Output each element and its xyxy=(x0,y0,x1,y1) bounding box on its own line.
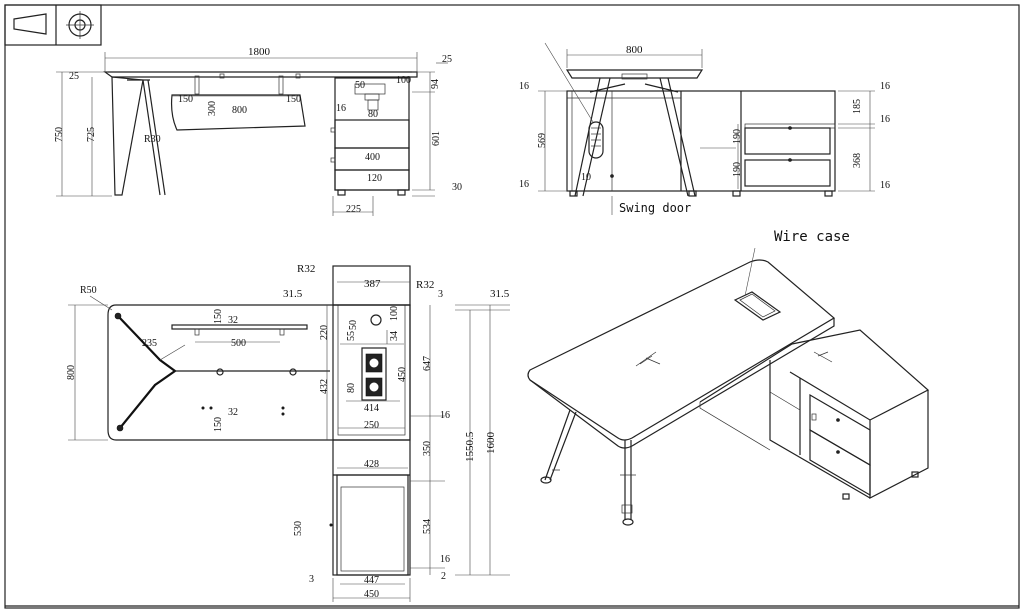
dim-text: 25 xyxy=(69,71,79,82)
dim-text: 534 xyxy=(422,519,433,534)
dim-text: 225 xyxy=(346,204,361,215)
dim-text: 235 xyxy=(142,338,157,349)
dim-text: 447 xyxy=(364,575,379,586)
dim-text: 190 xyxy=(732,162,743,177)
dim-text: 569 xyxy=(537,133,548,148)
dim-text: 2 xyxy=(441,571,446,582)
dim-text: 16 xyxy=(880,81,890,92)
dim-text: 400 xyxy=(365,152,380,163)
dim-text: 750 xyxy=(54,127,65,142)
dim-text: R32 xyxy=(416,279,434,291)
dim-text: 387 xyxy=(364,278,381,290)
dim-text: R30 xyxy=(144,134,161,145)
dim-text: 530 xyxy=(293,521,304,536)
dim-text: 450 xyxy=(364,589,379,600)
dim-text: 725 xyxy=(86,127,97,142)
dim-text: 601 xyxy=(431,131,442,146)
dim-text: 34 xyxy=(389,331,400,341)
projection-symbol xyxy=(4,4,102,46)
dim-text: 16 xyxy=(880,180,890,191)
dim-text: 368 xyxy=(852,153,863,168)
iso-view: Wire case xyxy=(527,229,930,526)
dim-text: 150 xyxy=(213,309,224,324)
dim-text: 10 xyxy=(581,172,591,183)
dim-text: 190 xyxy=(732,129,743,144)
plan-view: 235 500 32 150 32 150 55 50 100 34 80 45… xyxy=(66,263,510,602)
dim-text: 16 xyxy=(519,179,529,190)
dim-text: 1600 xyxy=(485,432,497,455)
drawing-frame xyxy=(4,4,1020,609)
dim-text: 500 xyxy=(231,338,246,349)
dim-text: R32 xyxy=(297,263,315,275)
dim-text: 3 xyxy=(438,289,443,300)
cone-icon xyxy=(13,13,47,35)
dim-text: 80 xyxy=(368,109,378,120)
dim-text: 428 xyxy=(364,459,379,470)
dim-text: 647 xyxy=(422,356,433,371)
dim-text: 100 xyxy=(396,75,411,86)
dim-text: 150 xyxy=(178,94,193,105)
dim-text: 30 xyxy=(452,182,462,193)
dim-text: 32 xyxy=(228,315,238,326)
dim-text: 16 xyxy=(440,410,450,421)
dim-text: 120 xyxy=(367,173,382,184)
wire-case-callout: Wire case xyxy=(774,229,850,245)
dim-text: 16 xyxy=(440,554,450,565)
dim-text: 50 xyxy=(348,320,359,330)
dim-text: 16 xyxy=(519,81,529,92)
dim-text: 1550.5 xyxy=(464,431,476,462)
dim-text: 94 xyxy=(430,79,441,89)
dim-text: 16 xyxy=(880,114,890,125)
dim-text: 250 xyxy=(364,420,379,431)
dim-text: 300 xyxy=(207,101,218,116)
dim-text: 100 xyxy=(389,306,400,321)
dim-text: 1800 xyxy=(248,46,271,58)
dim-text: 55 xyxy=(346,331,357,341)
dim-text: 800 xyxy=(232,105,247,116)
swing-door-note: Swing door xyxy=(619,201,691,215)
dim-text: 3 xyxy=(309,574,314,585)
dim-text: 800 xyxy=(66,365,77,380)
dim-text: 220 xyxy=(319,325,330,340)
dim-text: 31.5 xyxy=(283,288,303,300)
side-view: 800 Swing door 10 xyxy=(519,42,890,215)
dim-text: 350 xyxy=(422,441,433,456)
dim-text: 31.5 xyxy=(490,288,510,300)
front-view: 1800 150 800 150 300 50 16 xyxy=(54,46,462,216)
logo-icon xyxy=(635,351,661,367)
dim-text: 16 xyxy=(336,103,346,114)
dim-text: 150 xyxy=(213,417,224,432)
dim-text: 800 xyxy=(626,44,643,56)
dim-text: 432 xyxy=(319,379,330,394)
dim-text: 80 xyxy=(346,383,357,393)
dim-text: 25 xyxy=(442,54,452,65)
dim-text: 450 xyxy=(397,367,408,382)
dim-text: 50 xyxy=(355,80,365,91)
dim-text: 32 xyxy=(228,407,238,418)
wire-case xyxy=(733,291,782,321)
dim-text: 414 xyxy=(364,403,379,414)
dim-text: 150 xyxy=(286,94,301,105)
dim-text: 185 xyxy=(852,99,863,114)
dim-text: R50 xyxy=(80,285,97,296)
